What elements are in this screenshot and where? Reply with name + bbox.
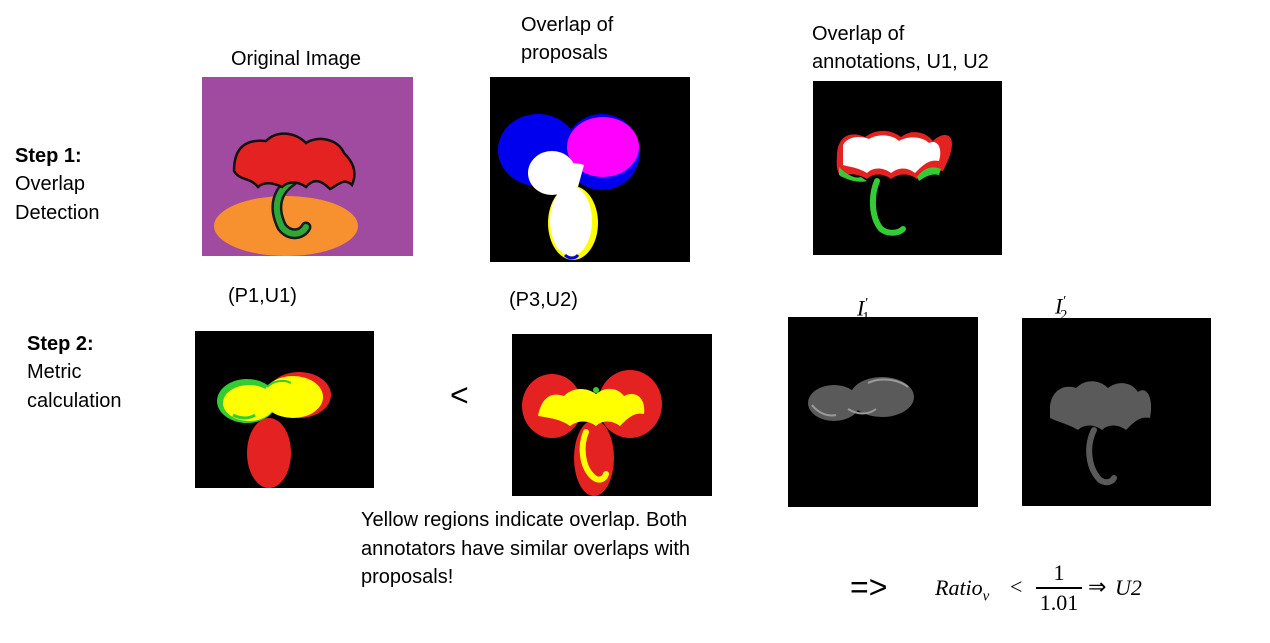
ratio-less-than: < (1010, 574, 1023, 599)
step1-line1: Overlap (15, 173, 86, 195)
note-line3: proposals! (361, 566, 454, 588)
proposals-label-line1: Overlap of (521, 14, 614, 36)
i2-prime-label: I′2 (1055, 288, 1072, 330)
p1u1-label: (P1,U1) (228, 285, 297, 307)
fraction-numerator: 1 (1053, 560, 1065, 585)
note-line1: Yellow regions indicate overlap. Both (361, 509, 688, 531)
conclusion-arrow: => (850, 569, 888, 605)
i2-prime-image (1022, 318, 1211, 506)
result-label: U2 (1115, 575, 1142, 600)
step1-line2: Detection (15, 202, 100, 224)
i2-prime: ′ (1062, 294, 1066, 309)
i1-prime-image (788, 317, 978, 507)
step1-title: Step 1: (15, 145, 82, 167)
ratio-label: Ratiov (935, 574, 989, 610)
step2-line2: calculation (27, 390, 122, 412)
i1-base: I (857, 295, 865, 321)
original-image (202, 77, 413, 256)
annotations-label-line1: Overlap of (812, 23, 905, 45)
p3u2-label: (P3,U2) (509, 289, 578, 311)
implies-arrow: ⇒ (1088, 575, 1107, 600)
step2-title: Step 2: (27, 333, 94, 355)
p3u2-overlap-image (512, 334, 712, 496)
ratio-subscript: v (982, 588, 990, 605)
annotations-overlap-image (813, 81, 1002, 255)
i2-sub: 2 (1060, 307, 1068, 323)
step2-line1: Metric (27, 361, 82, 383)
ratio-text: Ratio (935, 575, 983, 600)
original-image-label: Original Image (231, 48, 362, 70)
proposals-label-line2: proposals (521, 42, 608, 64)
note-line2: annotators have similar overlaps with (361, 538, 691, 560)
fraction-denominator: 1.01 (1039, 590, 1079, 615)
p1u1-overlap-image (195, 331, 374, 488)
i1-prime: ′ (864, 296, 868, 311)
comparison-symbol: < (450, 377, 469, 413)
proposals-overlap-image (490, 77, 690, 262)
i2-base: I (1055, 293, 1063, 319)
annotations-label-line2: annotations, U1, U2 (812, 51, 989, 73)
fraction-bar (1036, 587, 1082, 589)
